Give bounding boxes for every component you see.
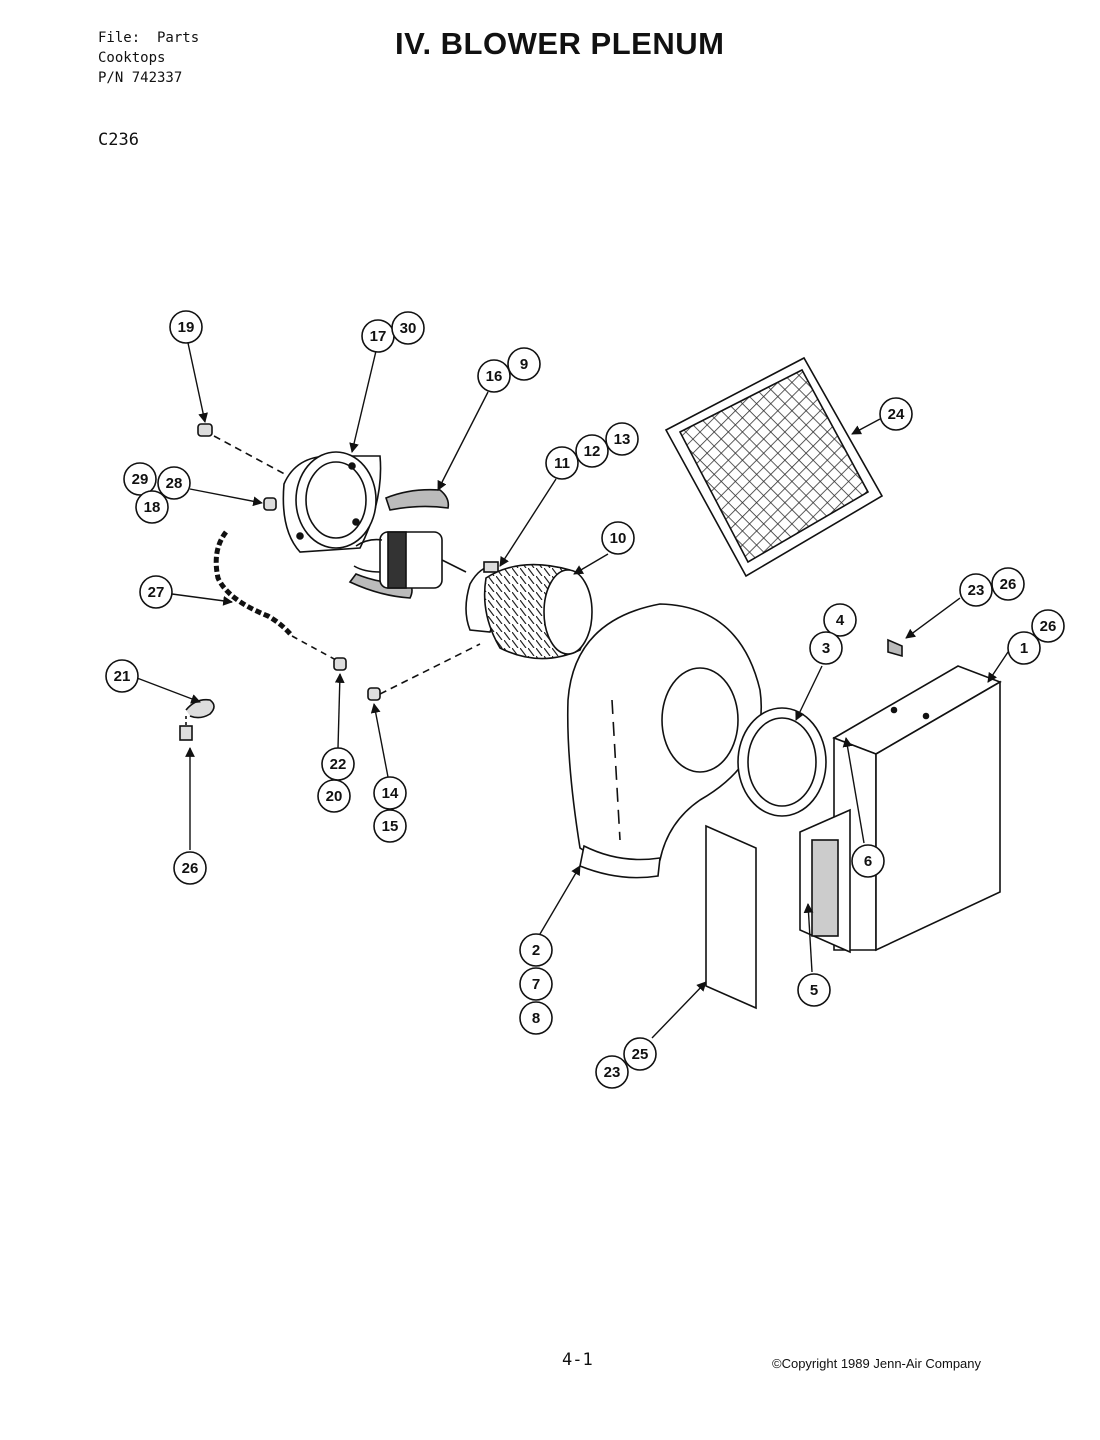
callout-26-top: 26 [991, 567, 1025, 601]
svg-text:20: 20 [326, 788, 343, 805]
svg-text:9: 9 [520, 356, 528, 373]
callout-11: 11 [545, 446, 579, 480]
callout-27: 27 [139, 575, 173, 609]
svg-text:18: 18 [144, 499, 161, 516]
gasket-ring-part [737, 707, 827, 817]
svg-text:28: 28 [166, 475, 183, 492]
callout-13: 13 [605, 422, 639, 456]
wire-harness-part [213, 530, 294, 638]
svg-text:15: 15 [382, 818, 399, 835]
svg-text:27: 27 [148, 584, 165, 601]
wire-clip-part [185, 698, 215, 719]
svg-text:22: 22 [330, 756, 347, 773]
svg-text:23: 23 [968, 582, 985, 599]
file-info-line-3: P/N 742337 [98, 70, 183, 86]
svg-text:26: 26 [182, 860, 199, 877]
grease-filter-part [664, 356, 884, 578]
file-info-line-2: Cooktops [98, 50, 166, 66]
callout-8: 8 [519, 1001, 553, 1035]
svg-text:5: 5 [810, 982, 818, 999]
callout-15: 15 [373, 809, 407, 843]
svg-text:17: 17 [370, 328, 387, 345]
svg-text:21: 21 [114, 668, 131, 685]
screw-part-14 [367, 687, 381, 701]
callout-28: 28 [157, 466, 191, 500]
svg-text:26: 26 [1000, 576, 1017, 593]
blower-wheel-part [483, 563, 593, 660]
svg-text:29: 29 [132, 471, 149, 488]
callout-21: 21 [105, 659, 139, 693]
svg-text:16: 16 [486, 368, 503, 385]
svg-text:25: 25 [632, 1046, 649, 1063]
svg-text:10: 10 [610, 530, 627, 547]
callout-16: 16 [477, 359, 511, 393]
screw-part-26 [179, 716, 193, 741]
callout-19: 19 [169, 310, 203, 344]
svg-text:3: 3 [822, 640, 830, 657]
model-number: C236 [98, 130, 139, 150]
callout-9: 9 [507, 347, 541, 381]
screw-part-22 [333, 657, 347, 671]
svg-text:19: 19 [178, 319, 195, 336]
nut-part [197, 423, 213, 437]
callout-29: 29 [123, 462, 157, 496]
callout-26-left: 26 [173, 851, 207, 885]
blower-motor-part [353, 531, 467, 589]
callout-24: 24 [879, 397, 913, 431]
callout-labels: 19 17 30 16 9 11 12 13 24 29 28 18 10 27… [105, 310, 1065, 1089]
callout-14: 14 [373, 776, 407, 810]
callout-22: 22 [321, 747, 355, 781]
callout-23-bottom: 23 [595, 1055, 629, 1089]
svg-text:1: 1 [1020, 640, 1028, 657]
svg-text:26: 26 [1040, 618, 1057, 635]
small-clip-part [887, 638, 903, 658]
blower-housing-part [566, 603, 762, 879]
file-info: File: Parts Cooktops P/N 742337 [98, 28, 199, 88]
callout-4: 4 [823, 603, 857, 637]
file-info-line-1: File: Parts [98, 30, 200, 46]
cover-plate-part [705, 824, 757, 1010]
svg-text:2: 2 [532, 942, 540, 959]
callout-1: 1 [1007, 631, 1041, 665]
copyright-notice: ©Copyright 1989 Jenn-Air Company [772, 1356, 982, 1371]
callout-7: 7 [519, 967, 553, 1001]
svg-text:7: 7 [532, 976, 540, 993]
callout-23-top: 23 [959, 573, 993, 607]
leader-lines [136, 342, 1009, 1039]
callout-10: 10 [601, 521, 635, 555]
callout-18: 18 [135, 490, 169, 524]
svg-text:23: 23 [604, 1064, 621, 1081]
svg-text:14: 14 [382, 785, 399, 802]
page-title: IV. BLOWER PLENUM [395, 26, 725, 61]
svg-text:30: 30 [400, 320, 417, 337]
callout-20: 20 [317, 779, 351, 813]
callout-3: 3 [809, 631, 843, 665]
callout-26-right: 26 [1031, 609, 1065, 643]
page-number: 4-1 [562, 1350, 593, 1370]
svg-text:24: 24 [888, 406, 905, 423]
nut-part-28 [263, 497, 277, 511]
callout-12: 12 [575, 434, 609, 468]
svg-text:12: 12 [584, 443, 601, 460]
svg-text:13: 13 [614, 431, 631, 448]
svg-text:4: 4 [836, 612, 845, 629]
motor-mount-ring-part [282, 451, 382, 553]
callout-30: 30 [391, 311, 425, 345]
callout-6: 6 [851, 844, 885, 878]
svg-text:11: 11 [554, 455, 570, 472]
svg-text:8: 8 [532, 1010, 540, 1027]
callout-17: 17 [361, 319, 395, 353]
callout-25: 25 [623, 1037, 657, 1071]
plenum-box-part [799, 665, 1002, 954]
motor-strap-part [385, 488, 450, 511]
callout-5: 5 [797, 973, 831, 1007]
svg-text:6: 6 [864, 853, 872, 870]
callout-2: 2 [519, 933, 553, 967]
